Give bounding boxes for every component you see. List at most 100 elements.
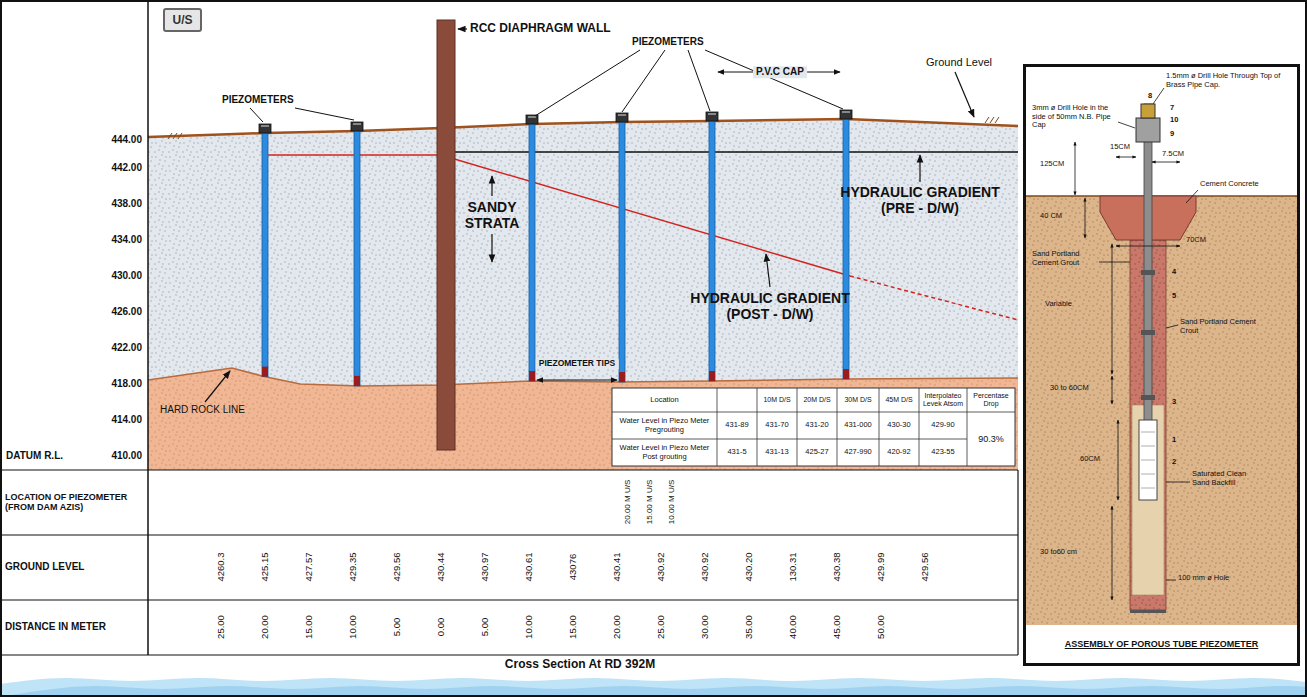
diaphragm-wall [437,20,455,450]
porous-tube-band [1141,446,1155,447]
dimension-label: 15CM [1110,143,1130,152]
pvc-cap-highlight [528,116,536,118]
piezometer-tube [529,124,535,381]
assembly-note: Saturated Clean Sand Backfill [1192,470,1264,487]
row-heading: LOCATION OF PIEZOMETER (FROM DAM AZIS) [5,492,143,513]
dimension-line [1116,157,1136,158]
assembly-note: Cement Concrete [1200,180,1259,189]
table-rule [837,388,838,466]
leader-line [250,108,263,122]
ground-level-value: 430.44 [436,552,447,581]
table-cell: 431-000 [837,412,879,439]
distance-value: 25.00 [656,615,667,639]
table-cell: Location [612,388,717,412]
upstream-box: U/S [163,8,202,32]
pvc-cap-highlight [708,113,716,115]
distance-value: 10.00 [348,615,359,639]
assembly-note: 100 mm ø Hole [1178,574,1229,583]
elevation-value: 426.00 [111,306,142,318]
table-cell: 431-70 [757,412,797,439]
dimension-label: 30 to 60CM [1050,384,1089,393]
leader-line [535,50,640,116]
distance-value: 15.00 [568,615,579,639]
gradient-label: HYDRAULIC GRADIENT (PRE - D/W) [835,184,1005,216]
ground-level-label: Ground Level [926,56,992,69]
grass-mark [985,117,989,123]
dimension-line [1118,420,1119,500]
table-cell: 427-990 [837,439,879,466]
pvc-cap-highlight [842,111,850,113]
leader-line [1153,88,1164,104]
rock-line-label: HARD ROCK LINE [160,404,245,416]
pvc-cap [616,113,628,122]
grass-mark [178,133,182,139]
rock-pointer [205,371,230,402]
inset-panel: ASSEMBLY OF POROUS TUBE PIEZOMETER [1023,64,1300,666]
box-label: U/S [172,13,192,27]
piezometer-tip [843,369,849,379]
hard-rock [148,368,1018,470]
distance-value: 45.00 [832,615,843,639]
piezometer-label: PIEZOMETERS [632,36,704,48]
soil-section [1026,196,1297,625]
grass-mark [168,133,172,139]
location-value: 10.00 M U/S [667,480,676,524]
ground-level-value: 430.20 [744,552,755,581]
elevation-value: 418.00 [111,378,142,390]
table-rule [717,388,718,466]
dimension-line [1085,198,1086,238]
row-rule [0,599,1018,600]
table-cell: Water Level in Piezo Meter Post grouting [612,439,717,466]
table-cell: 90.3% [967,412,1015,466]
grass-mark [990,117,994,123]
table-rule [612,412,1015,413]
ground-level-value: 429.56 [920,552,931,581]
riser-pipe [1144,104,1152,424]
tips-label: PIEZOMETER TIPS [536,359,619,369]
distance-value: 35.00 [744,615,755,639]
dimension-line [1112,376,1113,404]
strata-arrow [491,234,492,262]
table-cell: 420-92 [879,439,919,466]
callout-number: 2 [1172,458,1176,467]
leader-line [1186,190,1198,203]
callout-number: 9 [1170,130,1174,139]
ground-level-value: 429.99 [876,552,887,581]
table-cell: 45M D/S [879,388,919,412]
ground-level-value: 4260.3 [216,552,227,581]
sandy-strata [148,119,1018,386]
table-rule [612,439,967,440]
pvc-cap [259,124,271,133]
callout-number: 10 [1170,116,1178,125]
table-rule [967,388,968,466]
distance-value: 0.00 [436,618,447,637]
leader-line [1166,325,1178,328]
assembly-note: Sand Portland Cement Grout [1032,250,1098,267]
table-rule [757,388,758,466]
ground-level-value: 429.35 [348,552,359,581]
piezometer-tube [843,119,849,379]
table-cell: Water Level in Piezo Meter Pregrouting [612,412,717,439]
post-gradient-line [441,155,850,276]
porous-tube [1139,420,1157,500]
piezometer-tip [529,371,535,381]
ground-level-value: 430.41 [612,552,623,581]
piezometer-tube [619,122,625,382]
assembly-note: Sand Portland Cement Crout [1180,318,1262,335]
grass-mark [995,117,999,123]
leader-line [622,50,665,112]
porous-tube-band [1141,488,1155,489]
row-rule [0,654,1018,655]
gradient-label: HYDRAULIC GRADIENT (POST - D/W) [685,290,855,322]
table-cell: 431-20 [797,412,837,439]
elevation-value: 442.00 [111,162,142,174]
location-value: 15.00 M U/S [645,480,654,524]
hard-rock-line [148,368,1018,386]
pvc-cap [840,110,852,119]
pre-gradient-line [441,151,1018,153]
dimension-label: 60CM [1080,455,1100,464]
brass-cap [1141,104,1155,118]
